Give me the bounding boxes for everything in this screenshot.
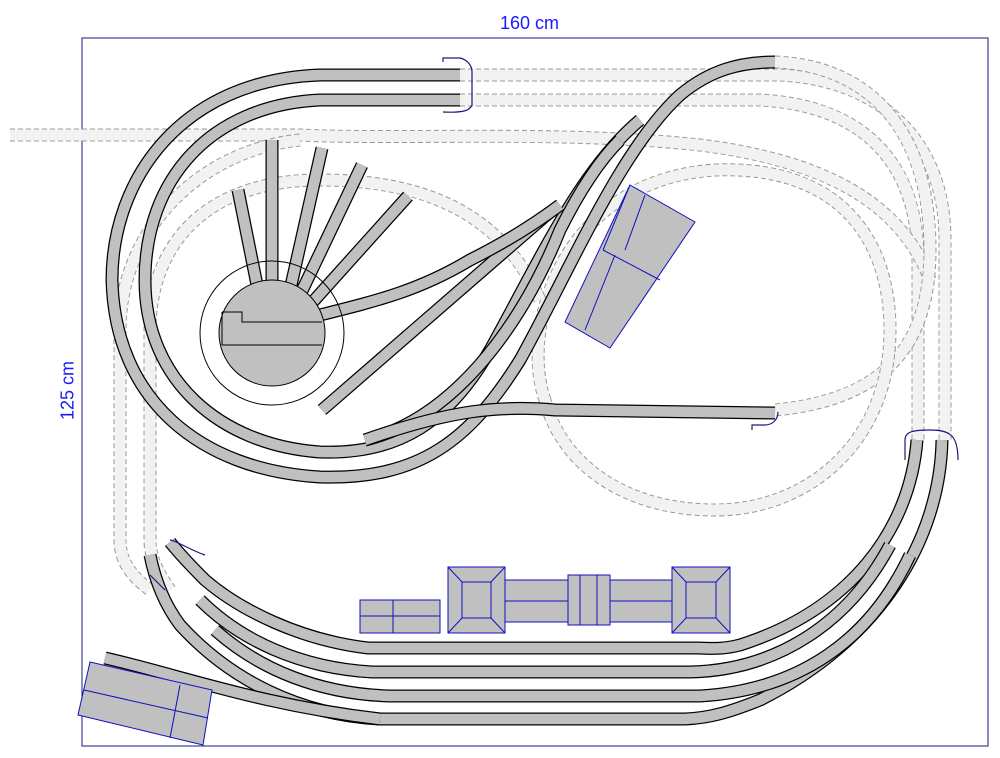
upper-track (10, 128, 937, 283)
level-transition-markers (149, 57, 959, 591)
building-station (447, 566, 731, 634)
track-siding (362, 401, 776, 447)
baseboard-outline (81, 37, 989, 747)
turntable-pit-outline (199, 260, 345, 406)
height-dimension-label: 125 cm (57, 360, 78, 421)
track-inner-loop (138, 93, 645, 459)
building-engine-shed (564, 184, 696, 349)
upper-level-tracks (10, 55, 952, 596)
building-small (359, 599, 441, 634)
track-bottom-middle (195, 541, 896, 679)
upper-track (113, 133, 301, 596)
lower-level-tracks (103, 55, 949, 726)
turntable-stalls (231, 140, 413, 310)
track-bottom-lower (210, 552, 916, 703)
turntable[interactable] (218, 279, 326, 387)
turntable-bridge (221, 311, 322, 346)
upper-track (460, 93, 925, 440)
track-yard-lead (103, 651, 381, 726)
width-dimension-label: 160 cm (500, 13, 560, 33)
track-turntable-lead (318, 199, 564, 322)
building-warehouse (77, 661, 213, 746)
upper-track (774, 55, 937, 417)
track-branch (363, 135, 625, 447)
track-right-loop-inner (164, 439, 924, 655)
track-diagonal (317, 207, 555, 415)
track-outer-loop (105, 55, 776, 484)
